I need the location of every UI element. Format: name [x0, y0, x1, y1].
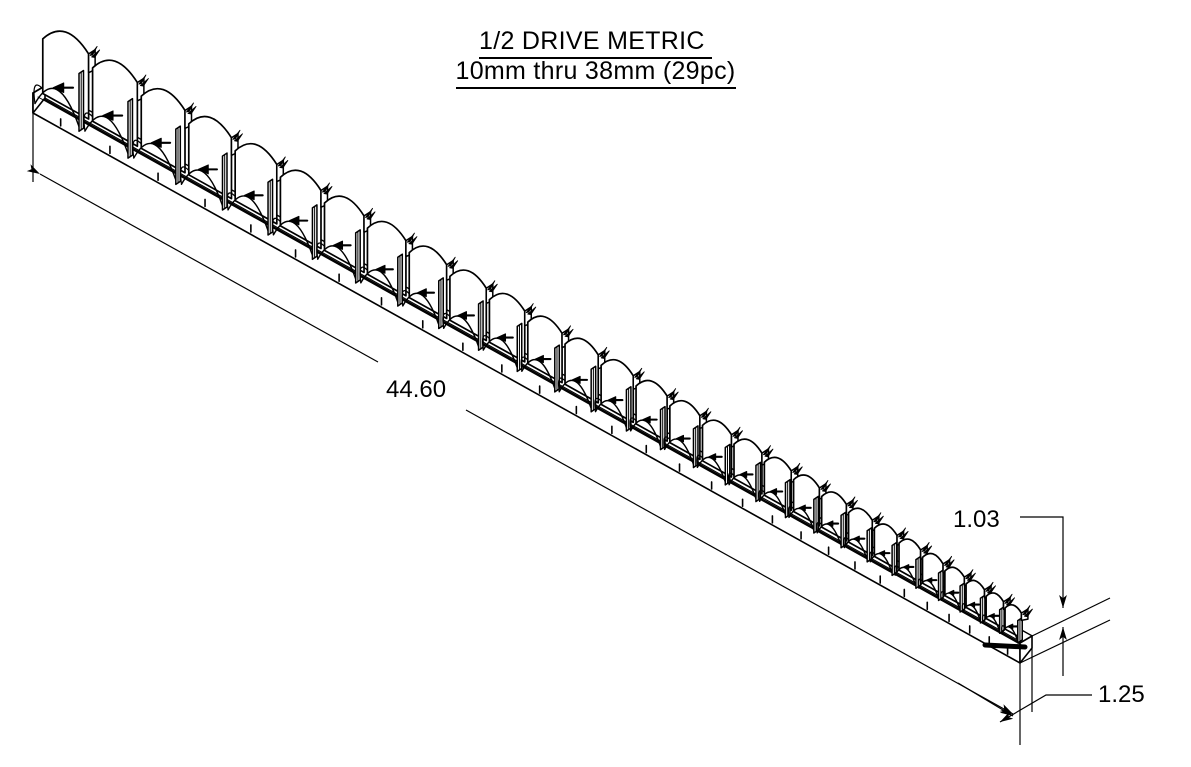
socket-clip	[83, 59, 149, 159]
dim-length-geometry	[26, 93, 1021, 745]
dim-height-geometry	[1019, 516, 1111, 676]
socket-clip	[727, 438, 774, 508]
socket-clip	[481, 292, 537, 373]
socket-clip	[696, 419, 743, 490]
socket-clip	[940, 566, 976, 623]
socket-clip	[663, 399, 712, 472]
socket-clip	[1001, 603, 1033, 655]
socket-clip	[869, 523, 909, 584]
socket-clip	[359, 220, 418, 307]
rail-base-slab	[32, 85, 1033, 664]
socket-clip-group	[33, 30, 1033, 655]
socket-clip	[442, 269, 498, 352]
socket-clip	[401, 245, 459, 330]
socket-clip	[594, 358, 645, 435]
socket-clip	[787, 474, 831, 540]
socket-clip	[917, 552, 955, 611]
dim-width-geometry	[957, 648, 1092, 723]
socket-clip	[179, 115, 243, 211]
dimension-lines-group	[26, 93, 1111, 745]
socket-clip	[132, 87, 197, 186]
socket-clip	[816, 491, 858, 556]
socket-clip	[271, 169, 333, 261]
socket-clip	[894, 538, 933, 598]
socket-clip	[758, 456, 803, 524]
socket-rail-geometry	[32, 30, 1033, 664]
